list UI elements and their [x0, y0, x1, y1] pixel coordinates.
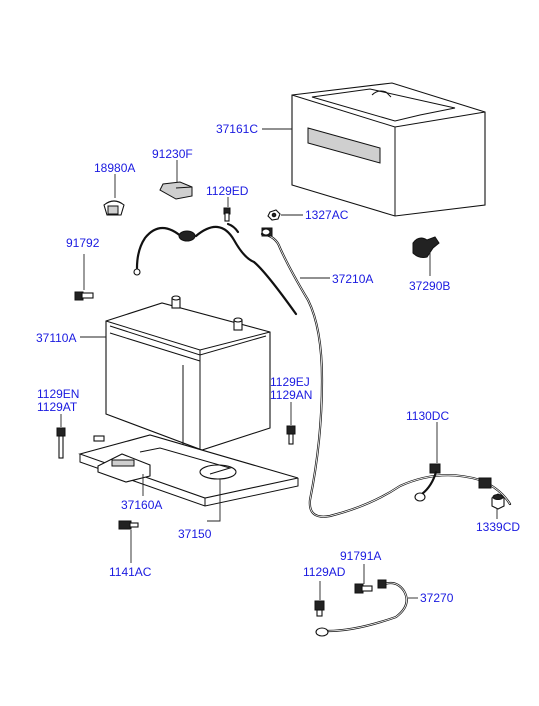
bolt-1129en-part: [56, 427, 66, 459]
tray-part: [78, 434, 299, 507]
label-1130dc: 1130DC: [406, 409, 449, 423]
battery-cover: [291, 82, 486, 217]
label-37150: 37150: [178, 527, 212, 541]
label-18980a: 18980A: [94, 161, 135, 175]
clip-part: [103, 200, 125, 216]
label-1327ac: 1327AC: [305, 208, 349, 222]
label-37270: 37270: [420, 591, 454, 605]
bolt-91791a-part: [354, 583, 373, 594]
nut-part: [267, 209, 281, 221]
bolt-1129ed-part: [223, 207, 231, 222]
bolt-1141ac-part: [118, 520, 139, 530]
label-91230f: 91230F: [152, 147, 193, 161]
terminal-cap-part: [412, 236, 440, 258]
cap-1339cd-part: [491, 493, 505, 510]
ground-cable: [315, 579, 408, 637]
label-91792: 91792: [66, 236, 100, 250]
label-37110a: 37110A: [36, 331, 76, 345]
label-91791a: 91791A: [340, 549, 381, 563]
positive-cable: [133, 222, 512, 518]
bolt-1129ad-part: [314, 600, 325, 617]
label-37210a: 37210A: [332, 272, 373, 286]
label-1339cd: 1339CD: [476, 520, 520, 534]
label-37160a: 37160A: [121, 498, 162, 512]
clamp-part: [97, 453, 151, 483]
label-1129ed: 1129ED: [206, 184, 249, 198]
bolt-1129ej-part: [286, 425, 296, 445]
label-37161c: 37161C: [216, 122, 258, 136]
label-1129en: 1129EN: [37, 387, 79, 401]
label-1129ad: 1129AD: [303, 565, 346, 579]
label-1129ej: 1129EJ: [270, 375, 310, 389]
battery-part: [105, 295, 271, 451]
bolt-91792-part: [74, 291, 94, 301]
label-37290b: 37290B: [409, 279, 450, 293]
bracket-cap-part: [159, 181, 193, 200]
label-1141ac: 1141AC: [109, 565, 152, 579]
label-1129at: 1129AT: [37, 400, 78, 414]
label-1129an: 1129AN: [270, 388, 312, 402]
